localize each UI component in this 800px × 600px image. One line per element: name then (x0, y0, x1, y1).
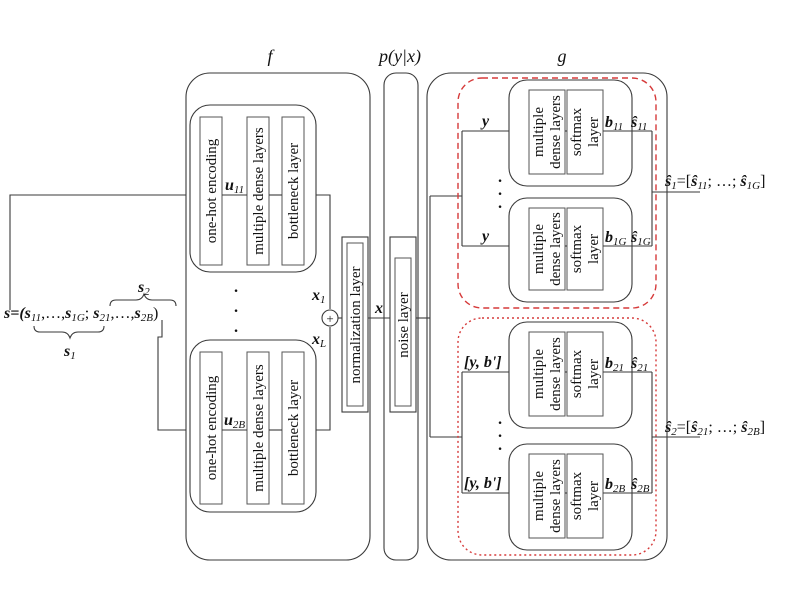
group2-ellipsis-dot: · (497, 415, 502, 432)
decoder-softmax-label: softmaxlayer (569, 471, 602, 520)
output-s2-equation: ŝ2=[ŝ21; …; ŝ2B] (664, 419, 765, 438)
encoder-ellipsis-dot: · (233, 303, 238, 320)
normalization-layer-inner (346, 242, 364, 407)
region-label-f: f (267, 46, 275, 66)
decoder-softmax-label: softmaxlayer (569, 107, 602, 156)
noise-layer-label: noise layer (396, 292, 412, 357)
decoder-b-label: b21 (605, 355, 624, 374)
group1-ellipsis-dot: · (497, 199, 502, 216)
decoder-shat-label: ŝ11 (630, 114, 647, 133)
onehot-label-bottom: one-hot encoding (204, 375, 220, 480)
decoder-dense-label: multipledense layers (531, 95, 564, 169)
decoder-softmax-label: softmaxlayer (569, 224, 602, 273)
encoder-branch-top: one-hot encoding multiple dense layers b… (189, 104, 317, 273)
encoder-branch-bottom: one-hot encoding multiple dense layers b… (189, 339, 317, 513)
decoder-dense-label: multipledense layers (531, 459, 564, 533)
noise-layer-inner (394, 257, 412, 407)
onehot-box-top (199, 116, 223, 266)
dense-label-top: multiple dense layers (251, 127, 267, 255)
x1-label: x1 (311, 287, 326, 306)
decoder-dense-label: multipledense layers (531, 212, 564, 286)
decoder-dense-box (528, 331, 566, 417)
group2-ellipsis-dot: · (497, 441, 502, 458)
group-label-s1: s1 (63, 343, 76, 362)
sum-plus: + (326, 311, 333, 326)
xl-label: xL (311, 331, 326, 350)
group1-ellipsis-dot: · (497, 173, 502, 190)
group1-ellipsis-dot: · (497, 186, 502, 203)
x-latent-label: x (374, 300, 383, 317)
decoder-b-label: b2B (605, 476, 626, 495)
decoder-shat-label: ŝ2B (630, 476, 650, 495)
decoder-region-g (426, 72, 668, 561)
region-label-g: g (558, 46, 567, 66)
decoder-softmax-box (566, 331, 604, 417)
onehot-label-top: one-hot encoding (204, 138, 220, 243)
group2-ellipsis-dot: · (497, 428, 502, 445)
u11-label: u11 (225, 177, 244, 196)
encoder-ellipsis-dot: · (233, 283, 238, 300)
decoder-shat-label: ŝ21 (630, 355, 648, 374)
output-s1-equation: ŝ1=[ŝ11; …; ŝ1G] (664, 173, 765, 192)
decoder-dense-label: multipledense layers (531, 337, 564, 411)
decoder-softmax-label: softmaxlayer (569, 349, 602, 398)
dense-box-top (246, 116, 270, 266)
decoder-b-label: b1G (605, 229, 627, 248)
output-group-1 (457, 77, 657, 309)
brace-s2 (109, 292, 177, 307)
dense-box-bottom (246, 351, 270, 505)
region-label-p: p(y|x) (377, 46, 421, 67)
brace-s1 (33, 325, 105, 340)
normalization-layer-label: normalization layer (348, 266, 364, 383)
decoder-dense-box (528, 89, 566, 175)
decoder-b-label: b11 (605, 114, 623, 133)
encoder-ellipsis-dot: · (233, 323, 238, 340)
decoder-input-label: [y, b'] (464, 354, 502, 371)
bottleneck-box-bottom (281, 351, 305, 505)
decoder-input-label: y (480, 228, 490, 245)
decoder-dense-box (528, 207, 566, 291)
decoder-shat-label: ŝ1G (630, 229, 651, 248)
decoder-softmax-box (566, 89, 604, 175)
onehot-box-bottom (199, 351, 223, 505)
bottleneck-label-bottom: bottleneck layer (286, 380, 302, 476)
decoder-dense-box (528, 453, 566, 539)
group-label-s2: s2 (137, 279, 150, 298)
decoder-softmax-box (566, 207, 604, 291)
decoder-softmax-box (566, 453, 604, 539)
u2b-label: u2B (224, 412, 245, 431)
input-vector-s: s=(s11,…,s1G; s21,…,s2B) (3, 305, 158, 324)
decoder-input-label: [y, b'] (464, 475, 502, 492)
bottleneck-label-top: bottleneck layer (286, 143, 302, 239)
decoder-input-label: y (480, 113, 490, 130)
bottleneck-box-top (281, 116, 305, 266)
dense-label-bottom: multiple dense layers (251, 364, 267, 492)
